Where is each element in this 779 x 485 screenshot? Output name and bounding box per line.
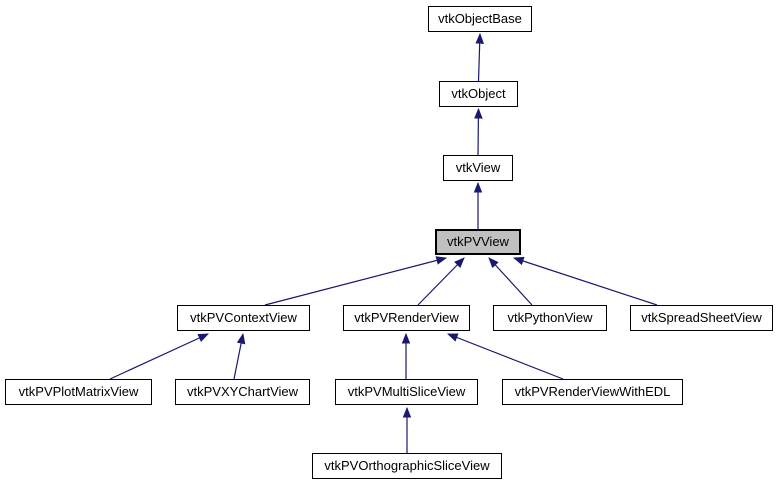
edge-vtkPVContextView-to-vtkPVView (264, 256, 448, 306)
class-node-vtkPVMultiSliceView[interactable]: vtkPVMultiSliceView (335, 379, 478, 405)
class-node-vtkSpreadSheetView[interactable]: vtkSpreadSheetView (630, 305, 773, 331)
class-node-vtkPVOrthographicSliceView[interactable]: vtkPVOrthographicSliceView (312, 453, 502, 479)
class-node-vtkPVXYChartView[interactable]: vtkPVXYChartView (175, 379, 310, 405)
edge-vtkPVXYChartView-to-vtkPVContextView (233, 332, 246, 380)
edge-vtkPVRenderView-to-vtkPVView (417, 257, 465, 306)
class-node-vtkPVRenderViewWithEDL[interactable]: vtkPVRenderViewWithEDL (502, 379, 683, 405)
class-node-vtkView[interactable]: vtkView (443, 155, 513, 181)
class-node-vtkPVView[interactable]: vtkPVView (435, 229, 521, 255)
edge-vtkPythonView-to-vtkPVView (488, 257, 533, 306)
edge-vtkPVRenderViewWithEDL-to-vtkPVRenderView (446, 333, 564, 380)
class-node-vtkObjectBase[interactable]: vtkObjectBase (428, 6, 532, 32)
edge-vtkSpreadSheetView-to-vtkPVView (512, 256, 658, 306)
edge-vtkView-to-vtkObject (474, 107, 483, 156)
edge-vtkPVPlotMatrixView-to-vtkPVContextView (109, 333, 209, 380)
class-node-vtkPVPlotMatrixView[interactable]: vtkPVPlotMatrixView (5, 379, 152, 405)
class-node-vtkObject[interactable]: vtkObject (439, 81, 518, 107)
class-node-vtkPythonView[interactable]: vtkPythonView (493, 305, 607, 331)
class-node-vtkPVRenderView[interactable]: vtkPVRenderView (343, 305, 470, 331)
class-node-vtkPVContextView[interactable]: vtkPVContextView (177, 305, 310, 331)
edge-vtkObject-to-vtkObjectBase (475, 32, 485, 82)
